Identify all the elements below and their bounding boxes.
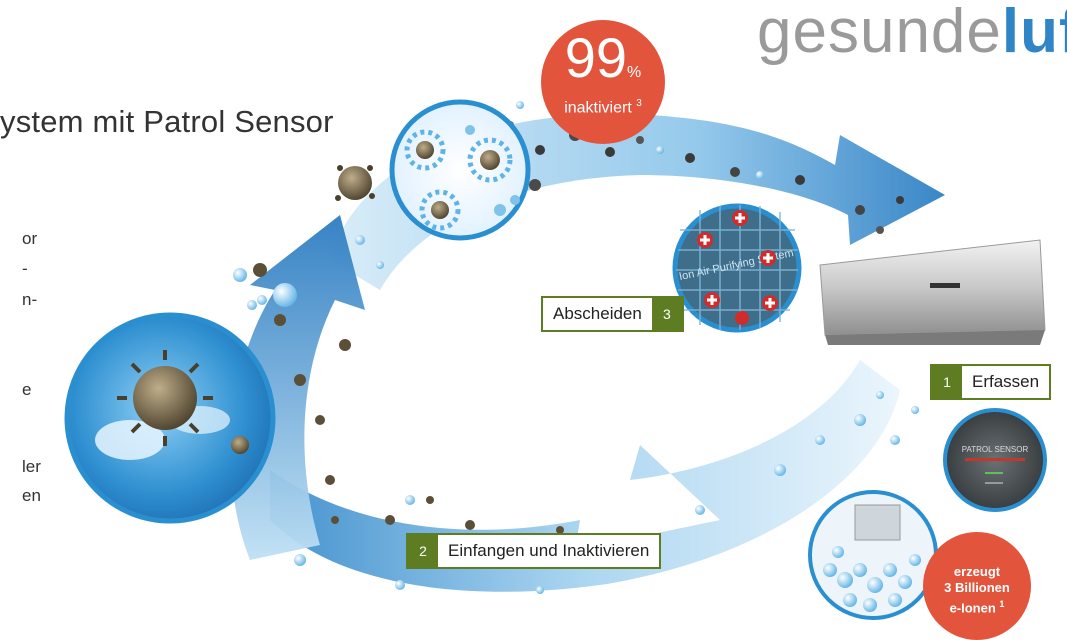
- ion-generator-circle: [808, 490, 938, 620]
- ion-count-badge: erzeugt 3 Billionen e-Ionen 1: [923, 532, 1031, 640]
- step-text: Einfangen und Inaktivieren: [448, 541, 650, 560]
- ion-badge-line-3: e-Ionen 1: [949, 599, 1005, 616]
- step-number: 3: [651, 298, 682, 330]
- airflow-arrow-left: [230, 215, 365, 560]
- ion-badge-line-1: erzeugt: [953, 564, 1001, 579]
- inactivation-rate-value: 99%: [564, 26, 642, 89]
- particles: [253, 121, 904, 534]
- step-label-abscheiden: Abscheiden 3: [541, 296, 684, 332]
- air-conditioner-unit: [819, 239, 1046, 345]
- filter-detail-circle: Ion Air Purifying System: [672, 203, 802, 333]
- step-label-erfassen: 1 Erfassen: [930, 364, 1052, 400]
- inactivation-detail-circle: [64, 312, 276, 524]
- inactivation-rate-badge: 99% inaktiviert 3: [541, 20, 665, 144]
- sensor-panel-text: PATROL SENSOR: [962, 445, 1029, 454]
- brand-logo: gesundeluft: [757, 0, 1067, 67]
- logo-text: gesunde: [757, 0, 1002, 66]
- side-text-line-1: or: [22, 229, 38, 248]
- page-headline: ystem mit Patrol Sensor: [0, 104, 334, 139]
- patrol-sensor-circle: PATROL SENSOR: [943, 408, 1047, 512]
- side-text-line-6: en: [22, 486, 41, 505]
- step-text: Abscheiden: [553, 304, 642, 323]
- side-text-line-4: e: [22, 380, 32, 399]
- side-text-line-3: n-: [22, 290, 38, 309]
- ion-bubbles: [233, 101, 919, 594]
- step-text: Erfassen: [972, 372, 1040, 391]
- step-label-einfangen: 2 Einfangen und Inaktivieren: [406, 533, 662, 569]
- germ-particle: [335, 165, 375, 201]
- step-number: 2: [408, 535, 438, 567]
- ion-badge-line-2: 3 Billionen: [944, 580, 1010, 595]
- inactivation-rate-label: inaktiviert 3: [564, 98, 642, 117]
- logo-accent-text: luft: [1001, 0, 1067, 66]
- side-text-line-2: -: [22, 259, 28, 278]
- step-number: 1: [932, 366, 962, 398]
- side-text-line-5: ler: [22, 457, 41, 476]
- illustration: Ion Air Purifying System PATROL SENSOR: [64, 99, 1047, 620]
- capture-detail-circle: [389, 99, 531, 241]
